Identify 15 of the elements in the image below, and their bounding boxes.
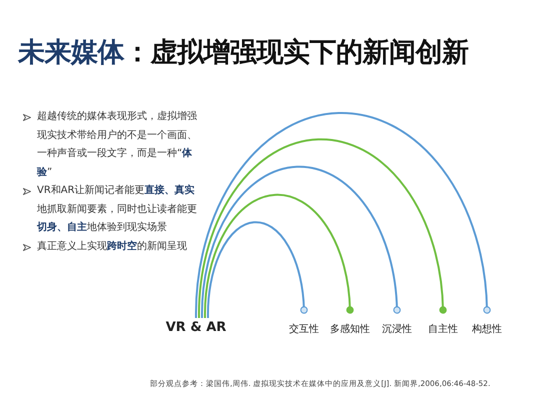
bullet-text: 真正意义上实现跨时空的新闻呈现 (37, 240, 188, 254)
property-label: 自主性 (426, 310, 460, 336)
bullet-text: VR和AR让新闻记者能更直接、真实地抓取新闻要素，同时也让读者能更切身、自主地体验到现实场景 (37, 183, 198, 235)
property-label: 交互性 (287, 310, 321, 336)
property-label: 构想性 (470, 310, 504, 336)
bullet-text: 超越传统的媒体表现形式，虚拟增强现实技术带给用户的不是一个画面、一种声音或一段文字，而是一种“体验” (37, 110, 198, 180)
arc-connector (204, 194, 354, 318)
arc-connector (201, 166, 401, 318)
property-label: 多感知性 (330, 310, 370, 336)
arc-connector (195, 112, 491, 318)
slide-title: 未来媒体：虚拟增强现实下的新闻创新 (18, 36, 468, 70)
node-label: VR & AR (165, 318, 227, 336)
property-label: 沉浸性 (380, 310, 414, 336)
arc-connector (207, 221, 308, 318)
arc-connector (198, 138, 447, 318)
